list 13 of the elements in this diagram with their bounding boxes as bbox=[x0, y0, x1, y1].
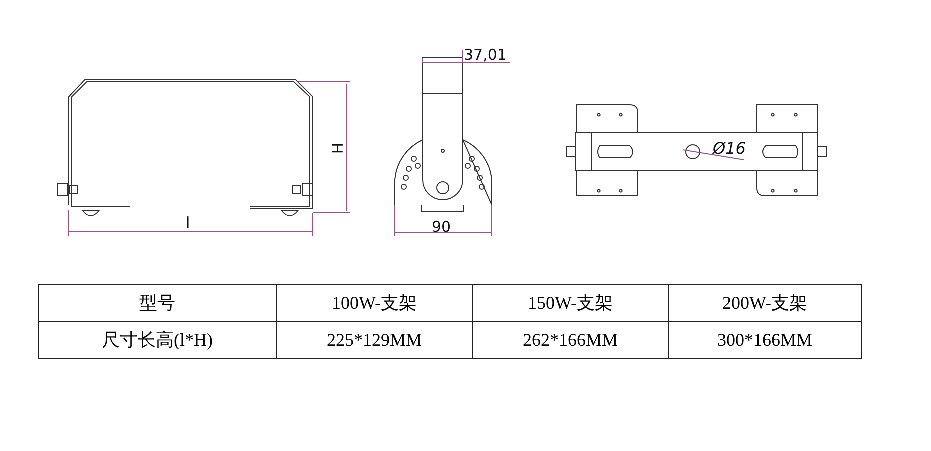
table-cell: 200W-支架 bbox=[668, 284, 862, 322]
table-cell: 150W-支架 bbox=[472, 284, 668, 322]
table-cell: 300*166MM bbox=[668, 322, 862, 358]
table-cell: 225*129MM bbox=[276, 322, 472, 358]
dimension-label: H bbox=[329, 142, 344, 154]
table-cell: 262*166MM bbox=[472, 322, 668, 358]
dimension-label: l bbox=[186, 216, 190, 231]
dimension-label: 90 bbox=[432, 220, 452, 235]
dimension-label: 37,01 bbox=[464, 48, 507, 63]
table-cell: 型号 bbox=[38, 284, 276, 322]
table-cell: 100W-支架 bbox=[276, 284, 472, 322]
dimension-label: Ø16 bbox=[713, 141, 746, 157]
table-cell: 尺寸长高(l*H) bbox=[38, 322, 276, 358]
